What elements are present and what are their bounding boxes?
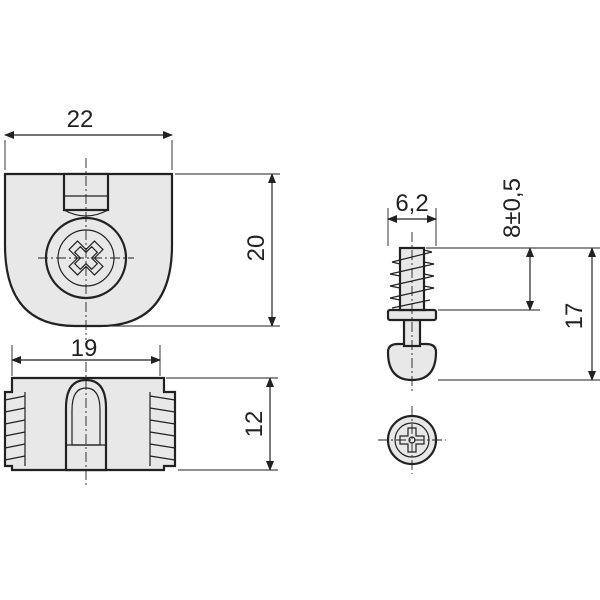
dimension-6-2: 6,2: [387, 190, 437, 246]
dimension-label-20: 20: [243, 235, 270, 262]
dimension-22: 22: [4, 106, 173, 170]
screw-dowel-side-view: [386, 232, 438, 392]
dimension-label-19: 19: [71, 335, 98, 362]
dimension-label-8: 8±0,5: [499, 178, 526, 238]
dimension-label-17: 17: [561, 303, 588, 330]
dimension-17: 17: [430, 247, 600, 381]
dimension-label-12: 12: [241, 411, 268, 438]
dimension-8: 8±0,5: [426, 178, 540, 311]
dimension-12: 12: [166, 377, 278, 471]
dimension-19: 19: [11, 335, 161, 376]
dimension-label-22: 22: [67, 106, 94, 133]
dimension-label-6-2: 6,2: [395, 190, 428, 217]
housing-front-view: [3, 158, 174, 340]
screw-head-top-view: [378, 406, 446, 474]
dimension-20: 20: [100, 173, 280, 327]
housing-side-view: [3, 362, 177, 488]
